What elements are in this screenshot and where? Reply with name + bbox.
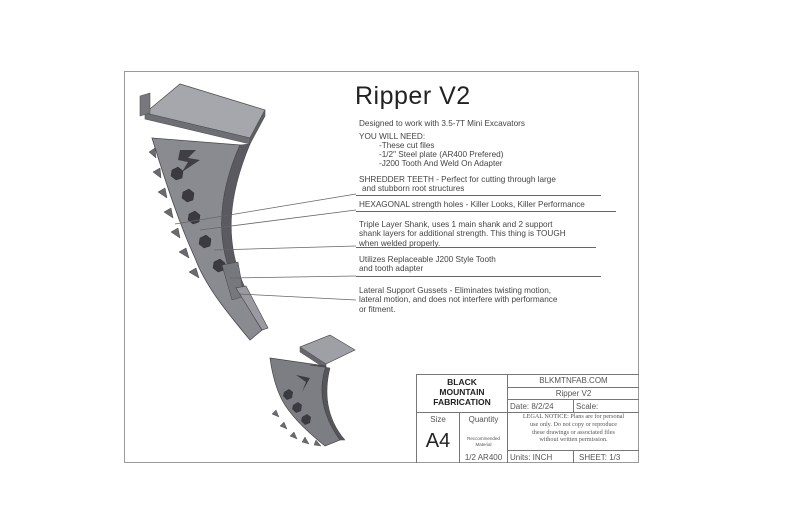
callout-triple-shank: Triple Layer Shank, uses 1 main shank an… [359,220,566,248]
recommended-material-label: Reccommended Material [467,436,500,447]
need-item: -1/2" Steel plate (AR400 Prefered) [379,150,504,159]
material-value: 1/2 AR400 [464,453,503,462]
company-name: BLACK MOUNTAIN FABRICATION [433,377,491,407]
units-field: Units: INCH [510,453,553,462]
title-block: BLACK MOUNTAIN FABRICATION BLKMTNFAB.COM… [416,374,639,463]
ripper-secondary-view [269,334,356,447]
callout-underline [356,276,601,277]
you-will-need-heading: YOU WILL NEED: [359,132,426,141]
callout-shredder-teeth: SHREDDER TEETH - Perfect for cutting thr… [359,175,556,194]
scale-field: Scale: [576,402,599,411]
need-item: -These cut files [379,141,435,150]
legal-notice: LEGAL NOTICE: Plans are for personal use… [522,413,625,444]
callout-leaders [174,193,357,301]
date-field: Date: 8/2/24 [510,402,554,411]
callout-j200-tooth: Utilizes Replaceable J200 Style Tooth an… [359,255,496,274]
callout-hex-holes: HEXAGONAL strength holes - Killer Looks,… [359,200,585,209]
callout-gussets: Lateral Support Gussets - Eliminates twi… [359,286,558,314]
website: BLKMTNFAB.COM [539,376,608,385]
quantity-label: Quantity [468,415,499,424]
need-item: -J200 Tooth And Weld On Adapter [379,159,503,168]
size-label: Size [430,415,446,424]
callout-underline [356,247,596,248]
ripper-main-view [139,83,269,341]
part-name: Ripper V2 [555,389,592,398]
intro-note: Designed to work with 3.5-7T Mini Excava… [359,119,525,128]
drawing-title: Ripper V2 [355,82,471,110]
callout-underline [356,211,616,212]
sheet-field: SHEET: 1/3 [579,453,621,462]
callout-underline [356,195,601,196]
size-value: A4 [425,430,451,452]
